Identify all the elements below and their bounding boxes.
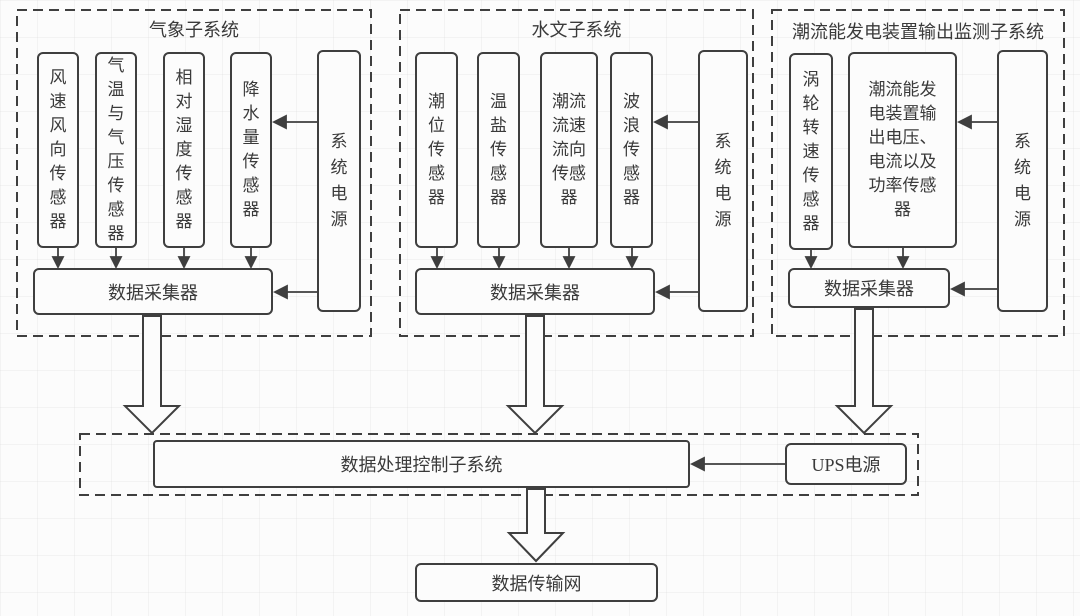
sensor-tide-level: 潮位传感器: [415, 52, 458, 248]
ups-power-box: UPS电源: [785, 443, 907, 485]
sensor-turbine-speed-label: 涡轮转速传感器: [802, 69, 820, 233]
arrow-turbine-sensor-to-collector: [804, 250, 818, 270]
sensor-current-speed-direction-label: 潮流流速流向传感器: [552, 92, 586, 207]
data-collector-hydro: 数据采集器: [415, 268, 655, 315]
arrow-wind-sensor-to-collector: [51, 248, 65, 270]
arrow-power-to-met-collector: [272, 284, 317, 300]
system-power-tidal-label: 系统电源: [1014, 132, 1031, 229]
arrow-salinity-sensor-to-collector: [492, 248, 506, 270]
sensor-air-temp-pressure-label: 气温与气压传感器: [107, 56, 125, 243]
data-collector-met-label: 数据采集器: [108, 282, 198, 303]
system-power-hydro-label: 系统电源: [714, 132, 732, 229]
sensor-current-speed-direction: 潮流流速流向传感器: [540, 52, 598, 248]
arrow-power-to-precipitation-sensor: [271, 114, 317, 130]
arrow-precipitation-sensor-to-collector: [244, 248, 258, 270]
sensor-tide-level-label: 潮位传感器: [428, 92, 445, 207]
arrow-temp-pressure-sensor-to-collector: [109, 248, 123, 270]
processing-subsystem-label: 数据处理控制子系统: [340, 455, 503, 475]
arrow-wave-sensor-to-collector: [625, 248, 639, 270]
sensor-precipitation: 降水量传感器: [230, 52, 272, 248]
system-power-box-hydro: 系统电源: [698, 50, 748, 312]
system-power-box-met: 系统电源: [317, 50, 361, 312]
sensor-precipitation-label: 降水量传感器: [242, 80, 260, 219]
system-power-box-tidal: 系统电源: [997, 50, 1048, 312]
system-power-met-label: 系统电源: [330, 132, 348, 229]
block-arrow-met-to-processing: [122, 315, 182, 435]
tidal-subsystem-title: 潮流能发电装置输出监测子系统: [792, 22, 1044, 42]
block-arrow-tidal-to-processing: [834, 308, 894, 435]
sensor-relative-humidity: 相对湿度传感器: [163, 52, 205, 248]
sensor-power-output: 潮流能发电装置输出电压、电流以及功率传感器: [848, 52, 957, 248]
block-arrow-processing-to-network: [506, 488, 566, 563]
sensor-relative-humidity-label: 相对湿度传感器: [175, 68, 193, 231]
data-collector-hydro-label: 数据采集器: [490, 282, 580, 303]
hydro-subsystem-title: 水文子系统: [531, 20, 622, 40]
sensor-temp-salinity-label: 温盐传感器: [490, 92, 507, 207]
sensor-temp-salinity: 温盐传感器: [477, 52, 520, 248]
arrow-power-to-tidal-collector: [949, 281, 997, 297]
sensor-wave-label: 波浪传感器: [623, 92, 640, 207]
sensor-turbine-speed: 涡轮转速传感器: [789, 53, 833, 250]
sensor-power-output-label: 潮流能发电装置输出电压、电流以及功率传感器: [868, 80, 937, 219]
sensor-air-temp-pressure: 气温与气压传感器: [95, 52, 137, 248]
data-collector-tidal: 数据采集器: [788, 268, 950, 308]
sensor-wind-speed-direction: 风速风向传感器: [37, 52, 79, 248]
data-network-label: 数据传输网: [491, 573, 582, 594]
arrow-output-sensor-to-collector: [896, 248, 910, 270]
ups-power-label: UPS电源: [811, 455, 881, 475]
arrow-power-to-wave-sensor: [652, 114, 698, 130]
arrow-current-sensor-to-collector: [562, 248, 576, 270]
block-arrow-hydro-to-processing: [505, 315, 565, 435]
data-network-box: 数据传输网: [415, 563, 658, 602]
arrow-power-to-hydro-collector: [654, 284, 698, 300]
arrow-tide-sensor-to-collector: [430, 248, 444, 270]
arrow-ups-to-processing: [689, 456, 785, 472]
arrow-humidity-sensor-to-collector: [177, 248, 191, 270]
sensor-wave: 波浪传感器: [610, 52, 653, 248]
processing-subsystem-box: 数据处理控制子系统: [153, 440, 690, 488]
arrow-power-to-output-sensor: [956, 114, 997, 130]
data-collector-tidal-label: 数据采集器: [824, 279, 914, 299]
met-subsystem-title: 气象子系统: [149, 20, 239, 40]
data-collector-met: 数据采集器: [33, 268, 273, 315]
sensor-wind-speed-direction-label: 风速风向传感器: [49, 68, 67, 231]
